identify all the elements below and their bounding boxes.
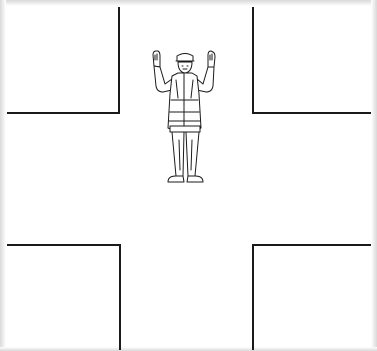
block-top-left — [8, 8, 119, 113]
block-bottom-left — [8, 245, 120, 349]
officer-left-arm — [154, 66, 172, 92]
officer-right-leg — [186, 132, 199, 176]
officer-belt — [170, 126, 200, 132]
block-bottom-right — [253, 245, 370, 349]
officer-head — [178, 62, 192, 73]
officer-right-shoe — [187, 176, 203, 182]
block-top-right — [253, 8, 370, 113]
officer-right-arm — [197, 67, 214, 92]
officer-left-leg — [172, 132, 184, 176]
traffic-officer-figure — [153, 51, 215, 182]
officer-left-shoe — [168, 176, 184, 182]
officer-cap — [177, 54, 193, 62]
